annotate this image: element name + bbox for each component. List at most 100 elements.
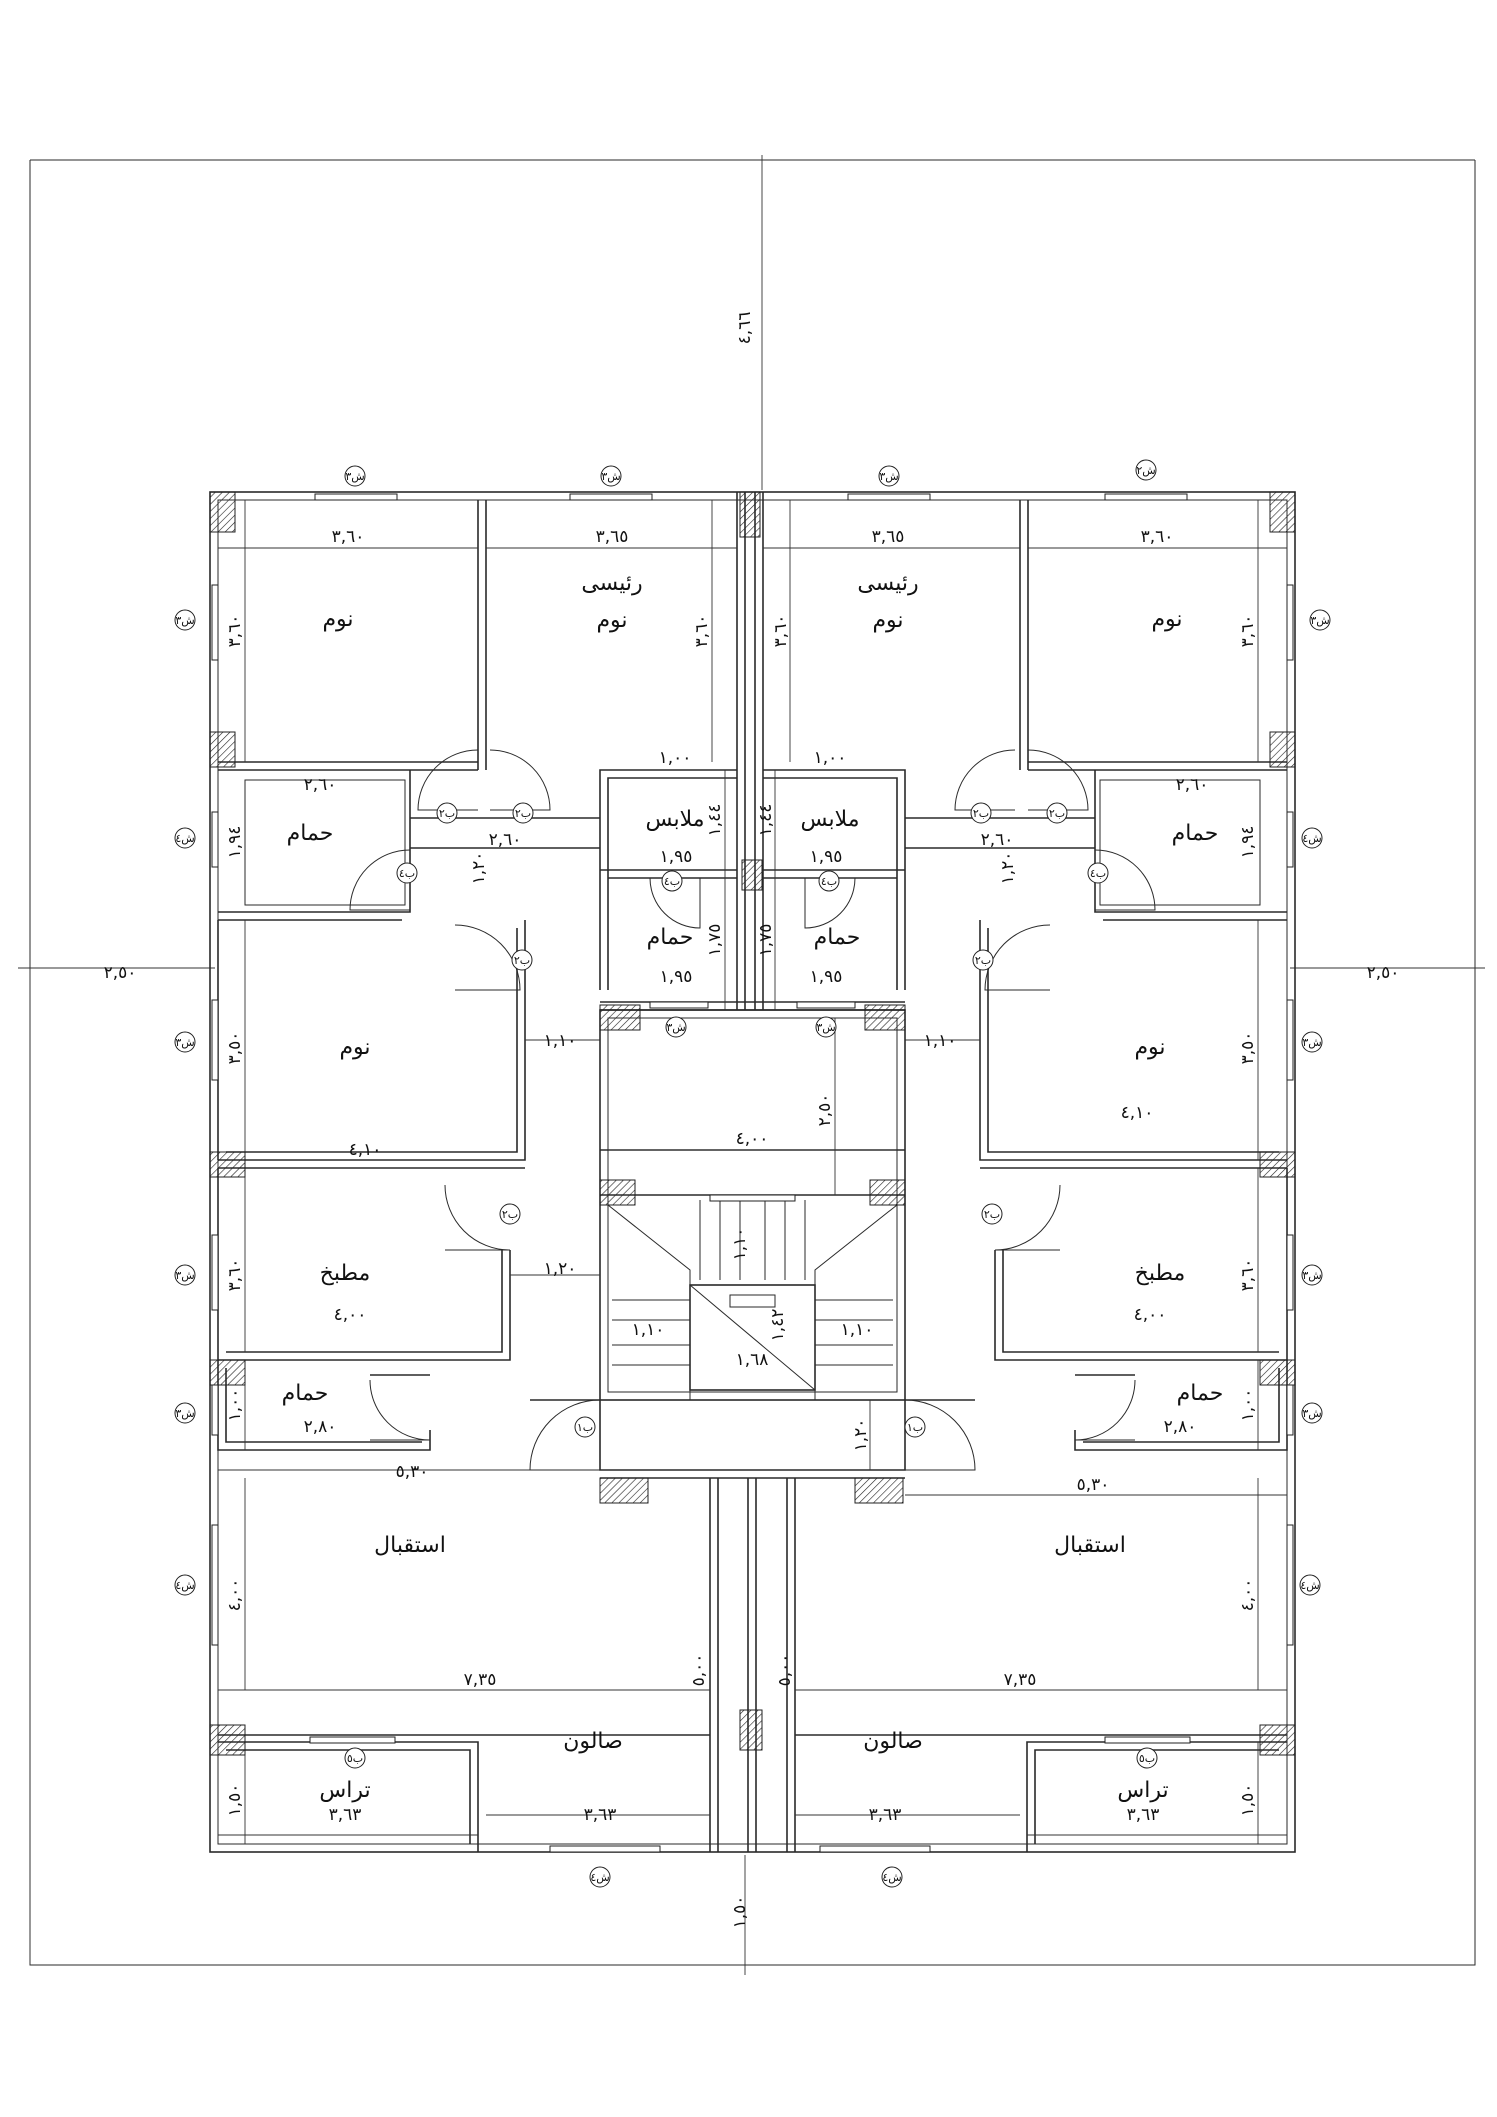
room-bedroom-tl: نوم xyxy=(322,607,353,632)
dim-bathmid-l-w: ١,٩٥ xyxy=(660,967,693,987)
dim-master-l-h: ٣,٦٠ xyxy=(692,615,712,648)
dim-stair-r: ١,١٠ xyxy=(841,1320,874,1340)
dim-dress-r-top: ١,٠٠ xyxy=(814,748,847,768)
tag-b2-lk: ب٢ xyxy=(502,1208,518,1221)
room-kitchen-l: مطبخ xyxy=(320,1261,371,1286)
tag-sh3-lbath: ش٣ xyxy=(175,1407,194,1420)
tag-sh3-tm: ش٣ xyxy=(601,470,620,483)
room-labels: نوم رئيسى نوم رئيسى نوم نوم حمام حمام مل… xyxy=(282,571,1224,1803)
room-dressing-l: ملابس xyxy=(645,807,704,832)
tag-sh3-rm: ش٣ xyxy=(1302,1036,1321,1049)
dim-hall2-l: ١,٢٠ xyxy=(544,1259,577,1279)
dim-stair-l: ١,١٠ xyxy=(632,1320,665,1340)
tag-b2-l2: ب٢ xyxy=(515,807,531,820)
tag-b2-lbed: ب٢ xyxy=(514,954,530,967)
dim-salon-r-v: ٥,٠٠ xyxy=(775,1654,795,1687)
tag-b4-ml: ب٤ xyxy=(664,875,680,888)
tag-sh3-rbath: ش٣ xyxy=(1302,1407,1321,1420)
dim-hall-l: ١,١٠ xyxy=(544,1031,577,1051)
room-kitchen-r: مطبخ xyxy=(1135,1261,1186,1286)
room-bath-low-l: حمام xyxy=(282,1381,329,1406)
dim-recep-l-h: ٤,٠٠ xyxy=(225,1579,245,1612)
dim-hall-r: ١,١٠ xyxy=(924,1031,957,1051)
tag-sh4-br: ش٤ xyxy=(882,1871,901,1884)
dim-dress-r-w: ١,٩٥ xyxy=(810,847,843,867)
tag-sh4-lb: ش٤ xyxy=(175,832,194,845)
tag-sh2-tr: ش٢ xyxy=(1136,464,1155,477)
tag-b2-rbed: ب٢ xyxy=(975,954,991,967)
dim-bath-l-w: ٢,٦٠ xyxy=(304,775,337,795)
dim-terrace-l-h: ١,٥٠ xyxy=(225,1784,245,1817)
tag-b2-rk: ب٢ xyxy=(984,1208,1000,1221)
room-bath-low-r: حمام xyxy=(1177,1381,1224,1406)
dim-salon-r-w: ٧,٣٥ xyxy=(1004,1670,1037,1690)
tag-sh3-rt: ش٣ xyxy=(1310,614,1329,627)
dim-master-l-w: ٣,٦٥ xyxy=(596,527,629,547)
dim-recep-l-top: ٥,٣٠ xyxy=(396,1462,429,1482)
tag-sh3-rk: ش٣ xyxy=(1302,1269,1321,1282)
dim-kitchen-r-w: ٤,٠٠ xyxy=(1134,1305,1167,1325)
tag-sh4-bl: ش٤ xyxy=(590,1871,609,1884)
stair-core xyxy=(599,1009,906,1401)
dim-lift-h: ١,٤٢ xyxy=(768,1309,788,1342)
dim-bed-ml-w: ٤,١٠ xyxy=(349,1140,382,1160)
tag-sh3-lm: ش٣ xyxy=(175,1036,194,1049)
reception-salon xyxy=(218,1469,1287,1852)
tag-sh3-lt: ش٣ xyxy=(175,614,194,627)
tag-sh3-cr: ش٣ xyxy=(816,1021,835,1034)
tag-b5-l: ب٥ xyxy=(347,1752,363,1765)
dim-bath-l-h: ١,٩٤ xyxy=(225,826,245,859)
tag-b2-r1: ب٢ xyxy=(973,807,989,820)
dim-bathlow-l-w: ٢,٨٠ xyxy=(304,1417,337,1437)
room-master-l: نوم xyxy=(596,608,627,633)
tag-sh4-lrec: ش٤ xyxy=(175,1579,194,1592)
dim-bed-mr-h: ٣,٥٠ xyxy=(1238,1032,1258,1065)
dim-bathmid-l-h: ١,٧٥ xyxy=(705,924,725,957)
dim-bed-mr-w: ٤,١٠ xyxy=(1121,1103,1154,1123)
tag-b1-l: ب١ xyxy=(577,1421,593,1434)
room-terrace-l: تراس xyxy=(319,1778,370,1803)
dim-bathmid-r-w: ١,٩٥ xyxy=(810,967,843,987)
middle-bedrooms xyxy=(217,920,1287,1169)
dim-bed-tl-h: ٣,٦٠ xyxy=(225,615,245,648)
room-reception-r: استقبال xyxy=(1054,1533,1126,1558)
tag-b4-mr: ب٤ xyxy=(821,875,837,888)
room-master-r-title: رئيسى xyxy=(857,571,918,596)
dim-salon-l-v: ٥,٠٠ xyxy=(689,1654,709,1687)
dim-lift-w: ١,٦٨ xyxy=(736,1350,769,1370)
dim-side-l: ٢,٥٠ xyxy=(104,963,137,983)
dim-bath-r-w: ٢,٦٠ xyxy=(1176,775,1209,795)
tag-sh4-rb: ش٤ xyxy=(1302,832,1321,845)
dim-stair-top: ١,١٠ xyxy=(730,1228,750,1261)
dim-bed-ml-h: ٣,٥٠ xyxy=(225,1032,245,1065)
room-reception-l: استقبال xyxy=(374,1533,446,1558)
room-salon-l: صالون xyxy=(563,1729,623,1754)
dim-bathlow-r-h: ١,٠٠ xyxy=(1238,1389,1258,1422)
dim-bottom-gap: ١,٥٠ xyxy=(730,1896,750,1929)
bath-dress-area xyxy=(218,769,1287,1011)
dim-kitchen-l-h: ٣,٦٠ xyxy=(225,1259,245,1292)
tag-b4-r: ب٤ xyxy=(1090,867,1106,880)
tag-sh3-lk: ش٣ xyxy=(175,1269,194,1282)
dim-corr-lv: ١,٢٠ xyxy=(469,852,489,885)
dim-bed-tr-w: ٣,٦٠ xyxy=(1141,527,1174,547)
dim-kitchen-l-w: ٤,٠٠ xyxy=(334,1305,367,1325)
dim-kitchen-r-h: ٣,٦٠ xyxy=(1238,1259,1258,1292)
tags: ش٣ ش٣ ش٣ ش٢ ش٣ ش٣ ش٤ ش٤ ش٣ ش٣ ش٣ ش٣ ش٣ ش… xyxy=(174,459,1331,1888)
room-bath-mid-l: حمام xyxy=(647,925,694,950)
dim-dress-l-w: ١,٩٥ xyxy=(660,847,693,867)
room-bedroom-mr: نوم xyxy=(1134,1035,1165,1060)
room-master-r: نوم xyxy=(872,608,903,633)
building-outline xyxy=(209,491,1296,1853)
room-bedroom-ml: نوم xyxy=(339,1035,370,1060)
dim-dress-r-h: ١,٤٤ xyxy=(756,804,776,837)
dim-bath-r-h: ١,٩٤ xyxy=(1238,826,1258,859)
room-bath-mid-r: حمام xyxy=(814,925,861,950)
dim-terrace-r-h: ١,٥٠ xyxy=(1238,1784,1258,1817)
room-master-l-title: رئيسى xyxy=(581,571,642,596)
room-bath-r: حمام xyxy=(1172,821,1219,846)
dim-corr-r: ٢,٦٠ xyxy=(981,830,1014,850)
dim-bed-tr-h: ٣,٦٠ xyxy=(1238,615,1258,648)
dim-corr-rv: ١,٢٠ xyxy=(998,852,1018,885)
